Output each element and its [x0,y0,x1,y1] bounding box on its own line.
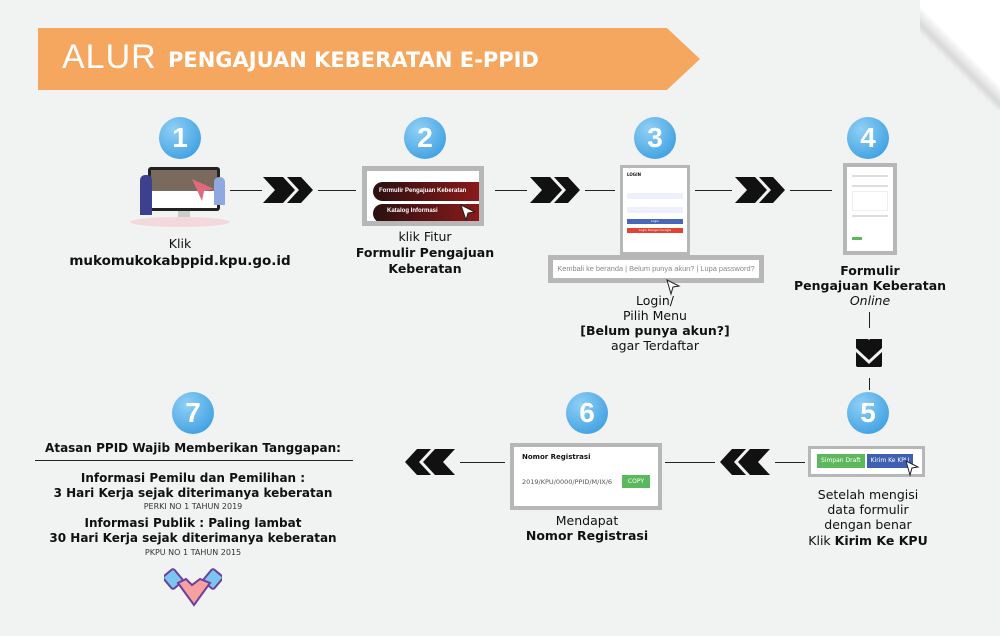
step-4-label: Pengajuan Keberatan [793,278,947,293]
chevron-left-icon [720,449,770,475]
chevron-right-icon [530,177,580,203]
header-alur: ALUR [62,38,157,76]
step-5-label: Setelah mengisi [817,487,919,502]
google-login-button: Login Dengan Google [627,228,683,233]
login-screenshot: LOGIN Login Login Dengan Google [620,165,690,255]
step-3-label: Pilih Menu [623,308,687,323]
login-title: LOGIN [627,172,641,177]
step-2-label-bold: Keberatan [388,261,462,276]
submit-screenshot: Simpan Draft Kirim Ke KPU [808,446,925,477]
login-button: Login [627,219,683,224]
menu-item-formulir: Formulir Pengajuan Keberatan [373,182,479,201]
step-2-number: 2 [404,117,446,159]
divider [35,460,353,461]
chevron-right-icon [263,177,313,203]
copy-button[interactable]: COPY [621,475,650,488]
step-3-label: Login/ [636,293,674,308]
connector [790,190,832,191]
connector [318,190,356,191]
step-2-label-bold: Formulir Pengajuan [355,245,495,260]
step-1-label: Klik [168,236,192,251]
form-screenshot [843,163,897,255]
step-6-label-bold: Nomor Registrasi [525,528,649,543]
connector [695,190,732,191]
step-7-number: 7 [172,392,214,434]
step-1-url: mukomukokabppid.kpu.go.id [69,253,291,269]
step-7-ref: PERKI NO 1 TAHUN 2019 [143,502,243,511]
step-5-label: data formulir [827,502,909,517]
connector [869,378,870,390]
connector [665,462,715,463]
connector [230,190,262,191]
step-5-label-bold: Kirim Ke KPU [834,533,928,548]
step-5-label: Klik Kirim Ke KPU [808,534,927,548]
step-6-label: Mendapat [555,513,619,528]
step-3-label: agar Terdaftar [611,338,699,353]
chevron-down-icon [856,339,882,367]
step-7-ref: PKPU NO 1 TAHUN 2015 [144,548,242,557]
step-2-label: klik Fitur [398,229,452,244]
cursor-icon [905,460,920,477]
step-4-label: Online [849,293,891,308]
step-3-number: 3 [634,117,676,159]
login-links: Kembali ke beranda | Belum punya akun? |… [548,255,764,296]
login-links-text: Kembali ke beranda | Belum punya akun? |… [557,264,755,273]
step-5-label: dengan benar [824,517,912,532]
connector [460,462,505,463]
registration-screenshot: Nomor Registrasi 2019/KPU/0000/PPID/M/IX… [510,443,662,510]
step-5-label-text: Klik [808,533,835,548]
registration-title: Nomor Registrasi [522,453,591,461]
save-draft-button[interactable]: Simpan Draft [817,454,865,468]
send-to-kpu-button[interactable]: Kirim Ke KPU [866,454,914,468]
step-4-number: 4 [847,117,889,159]
step-7-text: 30 Hari Kerja sejak diterimanya keberata… [49,531,337,545]
cursor-icon [666,279,681,296]
connector [775,462,805,463]
website-illustration [130,165,230,227]
chevron-right-icon [735,177,785,203]
cursor-icon [460,204,477,221]
header-banner: ALUR PENGAJUAN KEBERATAN E-PPID [38,28,700,90]
connector [495,190,527,191]
connector [869,312,870,328]
step-7-heading: Atasan PPID Wajib Memberikan Tanggapan: [45,441,341,455]
connector [585,190,615,191]
chevron-left-icon [405,449,455,475]
handshake-icon [164,568,222,607]
menu-screenshot: Formulir Pengajuan Keberatan Katalog Inf… [362,166,484,226]
cursor-icon [192,179,214,201]
page-curl [920,0,1000,110]
step-7-text: Informasi Publik : Paling lambat [84,516,302,530]
step-5-number: 5 [847,392,889,434]
registration-number: 2019/KPU/0000/PPID/M/IX/6 [522,477,613,486]
menu-item-katalog: Katalog Informasi [373,204,479,221]
step-1-number: 1 [159,117,201,159]
step-3-label-bold: [Belum punya akun?] [580,323,730,338]
step-7-text: 3 Hari Kerja sejak diterimanya keberatan [53,486,333,500]
step-4-label: Formulir [840,263,900,278]
step-6-number: 6 [566,392,608,434]
header-title: PENGAJUAN KEBERATAN E-PPID [168,48,539,72]
step-7-text: Informasi Pemilu dan Pemilihan : [80,471,306,485]
